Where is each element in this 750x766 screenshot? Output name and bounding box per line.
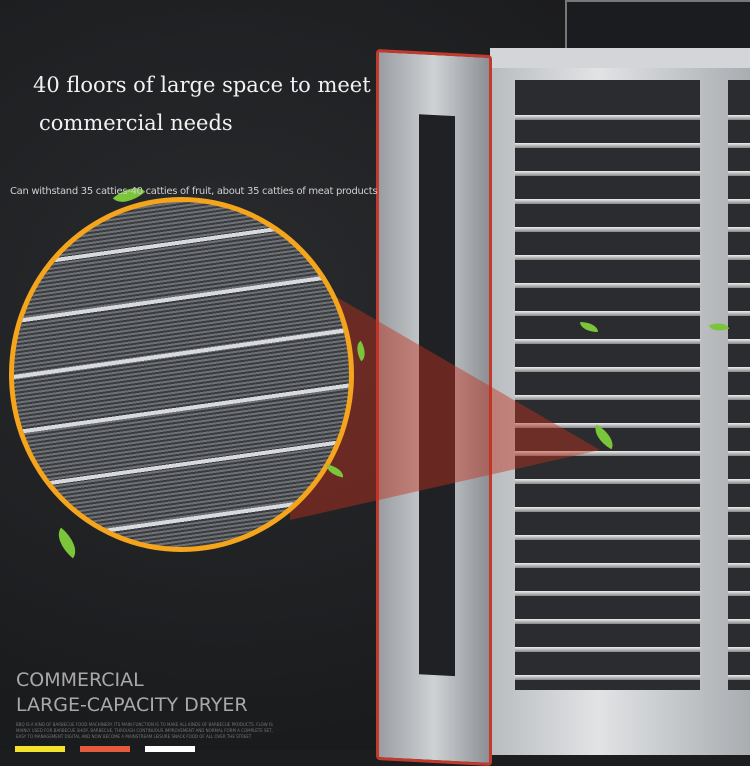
tray: [728, 255, 750, 260]
tray: [728, 563, 750, 568]
swatch-yellow: [15, 746, 65, 752]
tray: [728, 171, 750, 176]
swatch-white: [145, 746, 195, 752]
tray: [515, 591, 700, 596]
tray: [728, 199, 750, 204]
headline-line-2: commercial needs: [39, 111, 233, 135]
tray: [728, 479, 750, 484]
tray: [728, 451, 750, 456]
tray: [728, 283, 750, 288]
tray: [515, 143, 700, 148]
headline: 40 floors of large space to meet commerc…: [33, 66, 371, 142]
tray: [728, 395, 750, 400]
tray: [515, 367, 700, 372]
tray: [728, 423, 750, 428]
tray: [515, 227, 700, 232]
tray: [728, 367, 750, 372]
headline-line-1: 40 floors of large space to meet: [33, 73, 371, 97]
tray: [728, 227, 750, 232]
tray: [515, 535, 700, 540]
tray-mesh-closeup: [9, 197, 354, 552]
tray: [728, 339, 750, 344]
tray: [515, 675, 700, 680]
tray: [728, 115, 750, 120]
tray: [515, 199, 700, 204]
tray: [728, 507, 750, 512]
tray: [728, 143, 750, 148]
tray: [515, 171, 700, 176]
tray: [728, 675, 750, 680]
dryer-interior-trays: [515, 80, 700, 690]
tray: [515, 311, 700, 316]
tray: [515, 563, 700, 568]
tray: [515, 507, 700, 512]
tray: [515, 647, 700, 652]
tray: [515, 115, 700, 120]
control-panel: [565, 0, 750, 52]
fine-print: BBQ IS A KIND OF BARBECUE FOOD MACHINERY…: [16, 722, 273, 739]
door-window: [419, 114, 455, 677]
tray: [515, 619, 700, 624]
tray: [515, 423, 700, 428]
dryer-interior-trays-right: [728, 80, 750, 690]
product-title: COMMERCIAL LARGE-CAPACITY DRYER: [16, 668, 248, 718]
tray: [515, 395, 700, 400]
tray: [515, 451, 700, 456]
tray: [515, 283, 700, 288]
tray: [728, 311, 750, 316]
dryer-door: [376, 48, 492, 766]
color-swatches: [15, 746, 195, 752]
tray: [728, 647, 750, 652]
swatch-red: [80, 746, 130, 752]
tray: [515, 479, 700, 484]
tray: [515, 339, 700, 344]
tray: [728, 535, 750, 540]
leaf-icon: [580, 322, 598, 332]
title-line-2: LARGE-CAPACITY DRYER: [16, 694, 248, 716]
tray: [728, 619, 750, 624]
capacity-text: Can withstand 35 catties-40 catties of f…: [10, 186, 378, 197]
cabinet-top-bar: [490, 48, 750, 68]
tray: [515, 255, 700, 260]
tray: [728, 591, 750, 596]
title-line-1: COMMERCIAL: [16, 669, 144, 691]
